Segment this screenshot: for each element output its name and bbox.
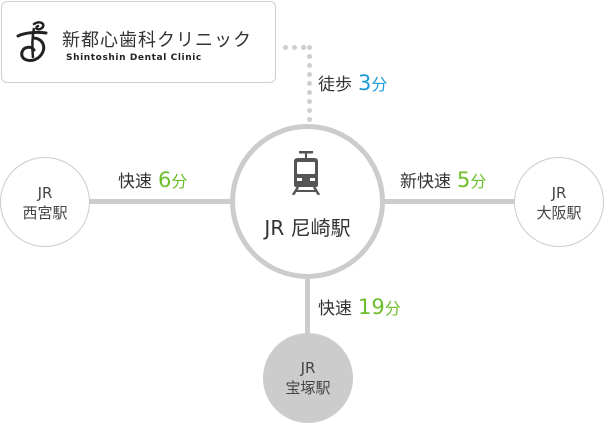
- west-route-label: 快速 6分: [118, 167, 187, 192]
- station-osaka-line: JR: [551, 184, 567, 202]
- south-route-mode: 快速: [318, 299, 352, 319]
- station-nishinomiya[interactable]: JR 西宮駅: [0, 157, 90, 247]
- hub-station-amagasaki[interactable]: [230, 124, 385, 279]
- station-osaka-name: 大阪駅: [536, 204, 582, 222]
- west-route-mode: 快速: [118, 172, 152, 192]
- walk-time-label: 徒歩 3分: [318, 70, 387, 95]
- east-route-label: 新快速 5分: [400, 167, 486, 192]
- route-line-east: [382, 199, 518, 204]
- south-route-minutes: 19: [358, 295, 385, 319]
- clinic-logo-card: [1, 1, 276, 83]
- south-route-unit: 分: [384, 299, 401, 318]
- walk-dotted-path: [0, 0, 604, 130]
- clinic-name-en: Shintoshin Dental Clinic: [66, 53, 202, 63]
- clinic-name-jp: 新都心歯科クリニック: [62, 30, 252, 51]
- walk-minutes-wrap: 3分: [358, 71, 387, 95]
- walk-minutes: 3: [358, 71, 372, 95]
- east-route-mode: 新快速: [400, 172, 451, 192]
- station-takarazuka[interactable]: JR 宝塚駅: [263, 333, 353, 423]
- station-takarazuka-line: JR: [300, 359, 316, 377]
- east-route-time: 5分: [457, 168, 486, 192]
- route-line-south: [305, 276, 310, 338]
- east-route-unit: 分: [470, 172, 487, 191]
- hub-station-label: JR 尼崎駅: [264, 216, 351, 240]
- south-route-time: 19分: [358, 295, 401, 319]
- train-icon: [291, 151, 321, 195]
- east-route-minutes: 5: [457, 168, 471, 192]
- station-takarazuka-name: 宝塚駅: [285, 379, 331, 397]
- south-route-label: 快速 19分: [318, 294, 401, 319]
- clinic-logo-mark-icon: [16, 21, 48, 62]
- west-route-minutes: 6: [158, 168, 172, 192]
- walk-mode: 徒歩: [318, 75, 352, 95]
- west-route-unit: 分: [171, 172, 188, 191]
- station-osaka[interactable]: JR 大阪駅: [514, 157, 604, 247]
- station-nishinomiya-line: JR: [37, 184, 53, 202]
- walk-unit: 分: [371, 75, 388, 94]
- route-line-west: [88, 199, 234, 204]
- west-route-time: 6分: [158, 168, 187, 192]
- station-nishinomiya-name: 西宮駅: [22, 204, 68, 222]
